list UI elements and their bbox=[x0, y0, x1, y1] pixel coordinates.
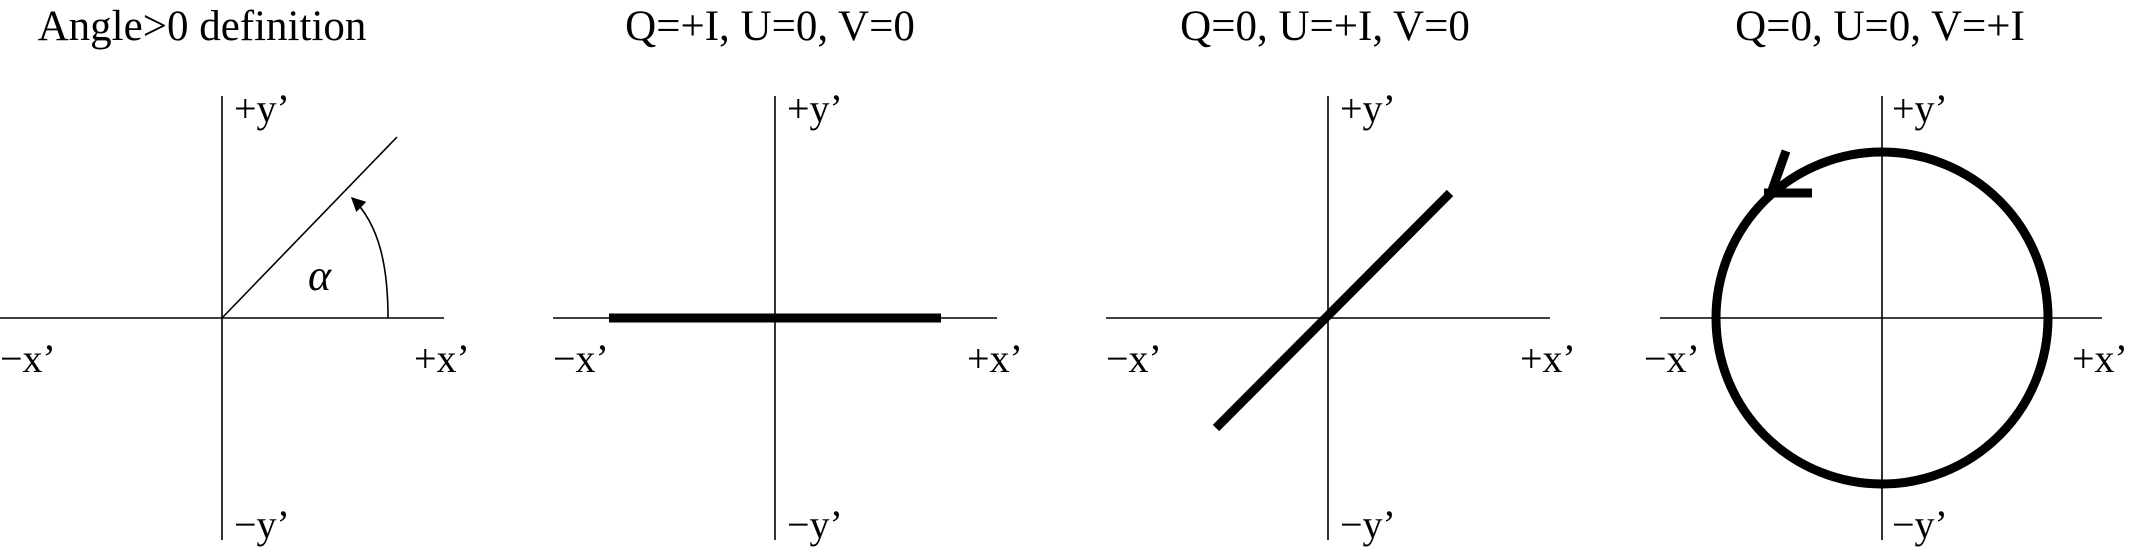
panel-angle-definition: Angle>0 definition α +x’ −x’ +y’ −y’ bbox=[0, 3, 470, 547]
plus-y-label: +y’ bbox=[787, 86, 843, 131]
panel-title: Angle>0 definition bbox=[38, 3, 367, 50]
minus-y-label: −y’ bbox=[234, 502, 290, 547]
minus-x-label: −x’ bbox=[1106, 336, 1162, 381]
panel-v-positive: Q=0, U=0, V=+I +x’ −x’ +y’ −y’ bbox=[1644, 3, 2128, 547]
plus-x-label: +x’ bbox=[414, 336, 470, 381]
panel-title: Q=+I, U=0, V=0 bbox=[625, 3, 915, 50]
angle-ray bbox=[221, 136, 398, 319]
plus-x-label: +x’ bbox=[2072, 336, 2128, 381]
plus-x-label: +x’ bbox=[1520, 336, 1576, 381]
minus-y-label: −y’ bbox=[787, 502, 843, 547]
angle-symbol: α bbox=[308, 251, 332, 300]
panel-u-positive: Q=0, U=+I, V=0 +x’ −x’ +y’ −y’ bbox=[1106, 3, 1576, 547]
panel-title: Q=0, U=+I, V=0 bbox=[1180, 3, 1470, 50]
panel-title: Q=0, U=0, V=+I bbox=[1735, 3, 2025, 50]
minus-y-label: −y’ bbox=[1892, 502, 1948, 547]
panel-q-positive: Q=+I, U=0, V=0 +x’ −x’ +y’ −y’ bbox=[553, 3, 1023, 547]
minus-x-label: −x’ bbox=[1644, 336, 1700, 381]
plus-y-label: +y’ bbox=[1340, 86, 1396, 131]
plus-y-label: +y’ bbox=[1892, 86, 1948, 131]
rotation-arrow-icon bbox=[1764, 149, 1812, 198]
minus-y-label: −y’ bbox=[1340, 502, 1396, 547]
angle-arc bbox=[350, 196, 389, 319]
minus-x-label: −x’ bbox=[553, 336, 609, 381]
plus-x-label: +x’ bbox=[967, 336, 1023, 381]
polarization-circle bbox=[1711, 147, 2053, 489]
polarization-line-diagonal bbox=[1212, 189, 1454, 432]
minus-x-label: −x’ bbox=[0, 336, 56, 381]
plus-y-label: +y’ bbox=[234, 86, 290, 131]
